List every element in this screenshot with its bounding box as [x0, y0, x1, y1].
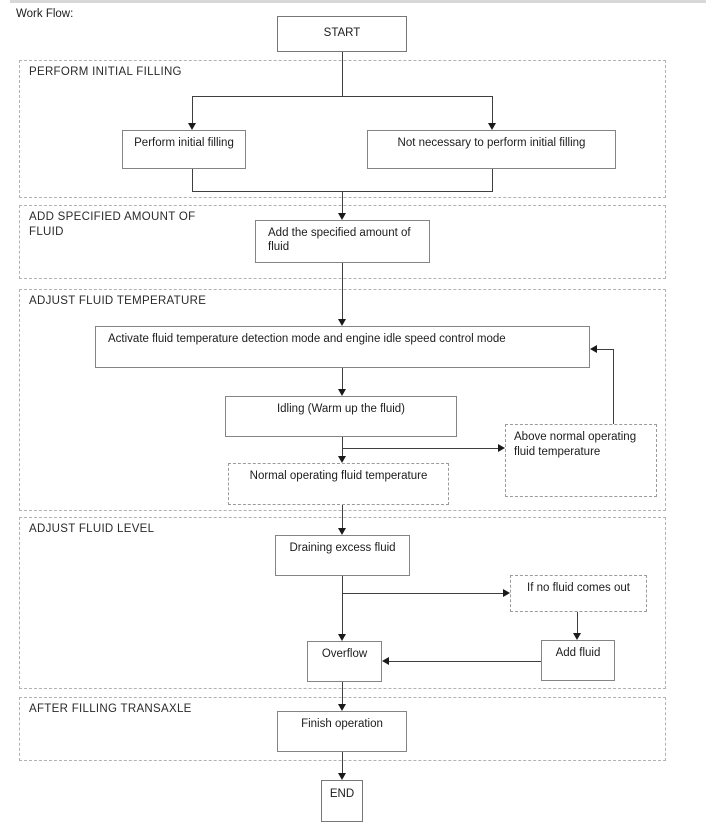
connector-line — [342, 752, 343, 774]
node-finish-operation: Finish operation — [277, 711, 407, 752]
connector-line — [342, 52, 343, 96]
connector-line — [342, 593, 504, 594]
arrowhead-down — [338, 456, 346, 463]
window-edge-strip — [10, 0, 706, 3]
arrowhead-down — [338, 704, 346, 711]
connector-line — [389, 661, 541, 662]
arrowhead-down — [338, 773, 346, 780]
connector-line — [342, 576, 343, 635]
arrowhead-down — [338, 213, 346, 220]
section-label: AFTER FILLING TRANSAXLE — [29, 703, 192, 715]
arrowhead-right — [498, 444, 505, 452]
node-if-no-fluid-comes-out: If no fluid comes out — [510, 575, 647, 612]
connector-line — [192, 169, 193, 192]
node-activate-detection-mode: Activate fluid temperature detection mod… — [95, 326, 590, 368]
arrowhead-down — [338, 319, 346, 326]
node-normal-operating-temperature: Normal operating fluid temperature — [228, 463, 449, 505]
section-label: PERFORM INITIAL FILLING — [29, 66, 182, 78]
arrowhead-down — [188, 123, 196, 130]
connector-line — [342, 191, 343, 214]
node-add-fluid: Add fluid — [541, 640, 615, 681]
arrowhead-left — [382, 657, 389, 665]
connector-line — [342, 448, 499, 449]
connector-line — [192, 96, 493, 97]
connector-line — [342, 682, 343, 705]
node-idling-warm-up: Idling (Warm up the fluid) — [225, 396, 457, 437]
section-label: ADJUST FLUID LEVEL — [29, 523, 155, 535]
connector-line — [577, 612, 578, 634]
arrowhead-down — [488, 123, 496, 130]
node-add-specified-amount: Add the specified amount of fluid — [255, 220, 430, 263]
arrowhead-down — [573, 633, 581, 640]
connector-line — [192, 96, 193, 123]
connector-line — [492, 96, 493, 123]
arrowhead-right — [503, 589, 510, 597]
node-draining-excess-fluid: Draining excess fluid — [275, 535, 410, 576]
connector-line — [342, 368, 343, 390]
arrowhead-down — [338, 528, 346, 535]
connector-line — [492, 169, 493, 192]
arrowhead-down — [338, 634, 346, 641]
node-above-normal-temperature: Above normal operating fluid temperature — [505, 424, 657, 497]
end-node: END — [321, 780, 363, 822]
connector-line — [342, 263, 343, 320]
node-not-necessary-initial-filling: Not necessary to perform initial filling — [367, 130, 616, 169]
arrowhead-down — [338, 389, 346, 396]
connector-line — [342, 437, 343, 457]
connector-line — [342, 505, 343, 529]
page-title: Work Flow: — [16, 8, 74, 20]
start-node: START — [277, 16, 407, 52]
connector-line — [613, 349, 614, 424]
arrowhead-left — [590, 345, 597, 353]
node-perform-initial-filling: Perform initial filling — [122, 130, 246, 169]
section-label: ADD SPECIFIED AMOUNT OF FLUID — [29, 211, 196, 238]
connector-line — [596, 349, 614, 350]
section-label: ADJUST FLUID TEMPERATURE — [29, 295, 207, 307]
node-overflow: Overflow — [307, 641, 382, 682]
